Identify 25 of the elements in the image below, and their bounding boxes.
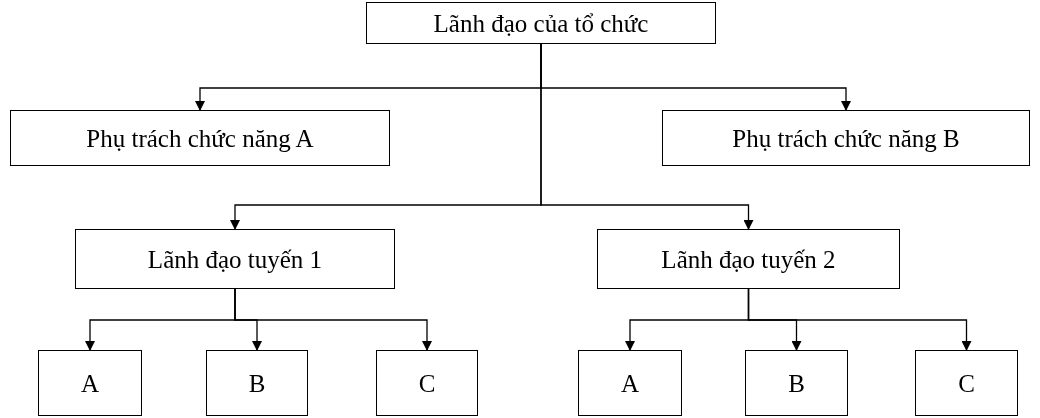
org-box — [745, 350, 848, 416]
box-label: B — [248, 370, 266, 396]
box-label: A — [620, 370, 640, 396]
org-box — [38, 350, 142, 416]
box-label: Lãnh đạo của tổ chức — [433, 10, 649, 36]
box-label: Lãnh đạo tuyến 1 — [147, 246, 323, 272]
org-box — [597, 229, 900, 289]
box-label: C — [418, 370, 436, 396]
org-box — [366, 2, 716, 44]
org-box — [662, 110, 1030, 166]
org-box — [915, 350, 1018, 416]
box-label: B — [788, 370, 805, 396]
org-box — [376, 350, 478, 416]
arrow — [747, 288, 972, 351]
org-box — [75, 229, 395, 289]
box-label: C — [958, 370, 975, 396]
org-box — [206, 350, 308, 416]
org-box — [578, 350, 682, 416]
box-label: Phụ trách chức năng A — [86, 125, 314, 151]
box-label: Phụ trách chức năng B — [732, 125, 960, 151]
arrow — [540, 43, 754, 230]
box-label: Lãnh đạo tuyến 2 — [661, 246, 836, 272]
box-label: A — [80, 370, 100, 396]
arrow — [234, 288, 432, 351]
org-box — [10, 110, 390, 166]
